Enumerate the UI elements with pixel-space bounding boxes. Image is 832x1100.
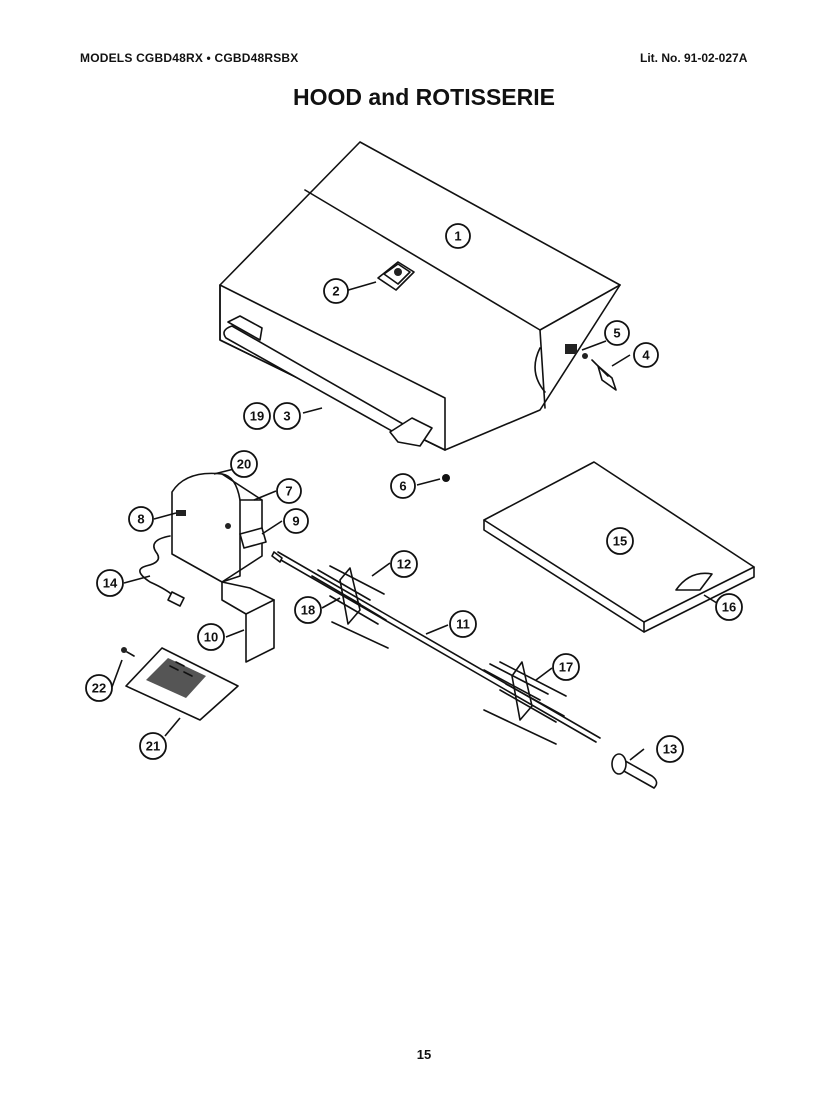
callout-12: 12 <box>390 550 418 578</box>
motor-bracket-part <box>221 581 275 663</box>
callout-6-label: 6 <box>399 479 406 494</box>
callout-11: 11 <box>449 610 477 638</box>
models-header: MODELS CGBD48RX • CGBD48RSBX <box>80 51 299 65</box>
callout-9: 9 <box>283 508 309 534</box>
spit-rod-part <box>271 551 601 745</box>
callout-4: 4 <box>633 342 659 368</box>
hood-part <box>219 141 621 451</box>
callout-22: 22 <box>85 674 113 702</box>
leader-lines <box>111 281 721 761</box>
callout-15: 15 <box>606 527 634 555</box>
callout-17-label: 17 <box>559 660 573 675</box>
callout-22-label: 22 <box>92 681 106 696</box>
callout-2-label: 2 <box>332 284 339 299</box>
page-title: HOOD and ROTISSERIE <box>293 84 555 110</box>
callout-20-label: 20 <box>237 457 251 472</box>
heat-shield-part <box>121 647 239 721</box>
callout-3: 3 <box>273 402 301 430</box>
callout-19: 19 <box>243 402 271 430</box>
callout-5: 5 <box>604 320 630 346</box>
callout-11-label: 11 <box>456 617 470 632</box>
callout-10-label: 10 <box>204 630 218 645</box>
callout-7: 7 <box>276 478 302 504</box>
callout-14: 14 <box>96 569 124 597</box>
callout-10: 10 <box>197 623 225 651</box>
pivot-bolt-part <box>442 344 617 482</box>
thermometer-part <box>377 261 415 291</box>
page-number: 15 <box>416 1047 432 1062</box>
callout-12-label: 12 <box>397 557 411 572</box>
callout-13-label: 13 <box>663 742 677 757</box>
callout-14-label: 14 <box>103 576 118 591</box>
callout-4-label: 4 <box>642 348 650 363</box>
callout-8: 8 <box>128 506 154 532</box>
spit-handle-part <box>611 753 658 789</box>
callout-2: 2 <box>323 278 349 304</box>
callout-6: 6 <box>390 473 416 499</box>
callout-21: 21 <box>139 732 167 760</box>
callout-16: 16 <box>715 593 743 621</box>
callout-20: 20 <box>230 450 258 478</box>
callout-21-label: 21 <box>146 739 160 754</box>
callout-18-label: 18 <box>301 603 315 618</box>
callout-9-label: 9 <box>292 514 299 529</box>
callout-16-label: 16 <box>722 600 736 615</box>
callout-5-label: 5 <box>613 326 620 341</box>
callout-18: 18 <box>294 596 322 624</box>
callout-1-label: 1 <box>454 229 461 244</box>
callout-13: 13 <box>656 735 684 763</box>
callout-15-label: 15 <box>613 534 627 549</box>
callout-8-label: 8 <box>137 512 144 527</box>
callout-1: 1 <box>445 223 471 249</box>
callout-19-label: 19 <box>250 409 264 424</box>
literature-number: Lit. No. 91-02-027A <box>640 51 748 65</box>
callout-17: 17 <box>552 653 580 681</box>
rotisserie-motor-part <box>139 472 267 607</box>
callout-3-label: 3 <box>283 409 290 424</box>
callout-7-label: 7 <box>285 484 292 499</box>
